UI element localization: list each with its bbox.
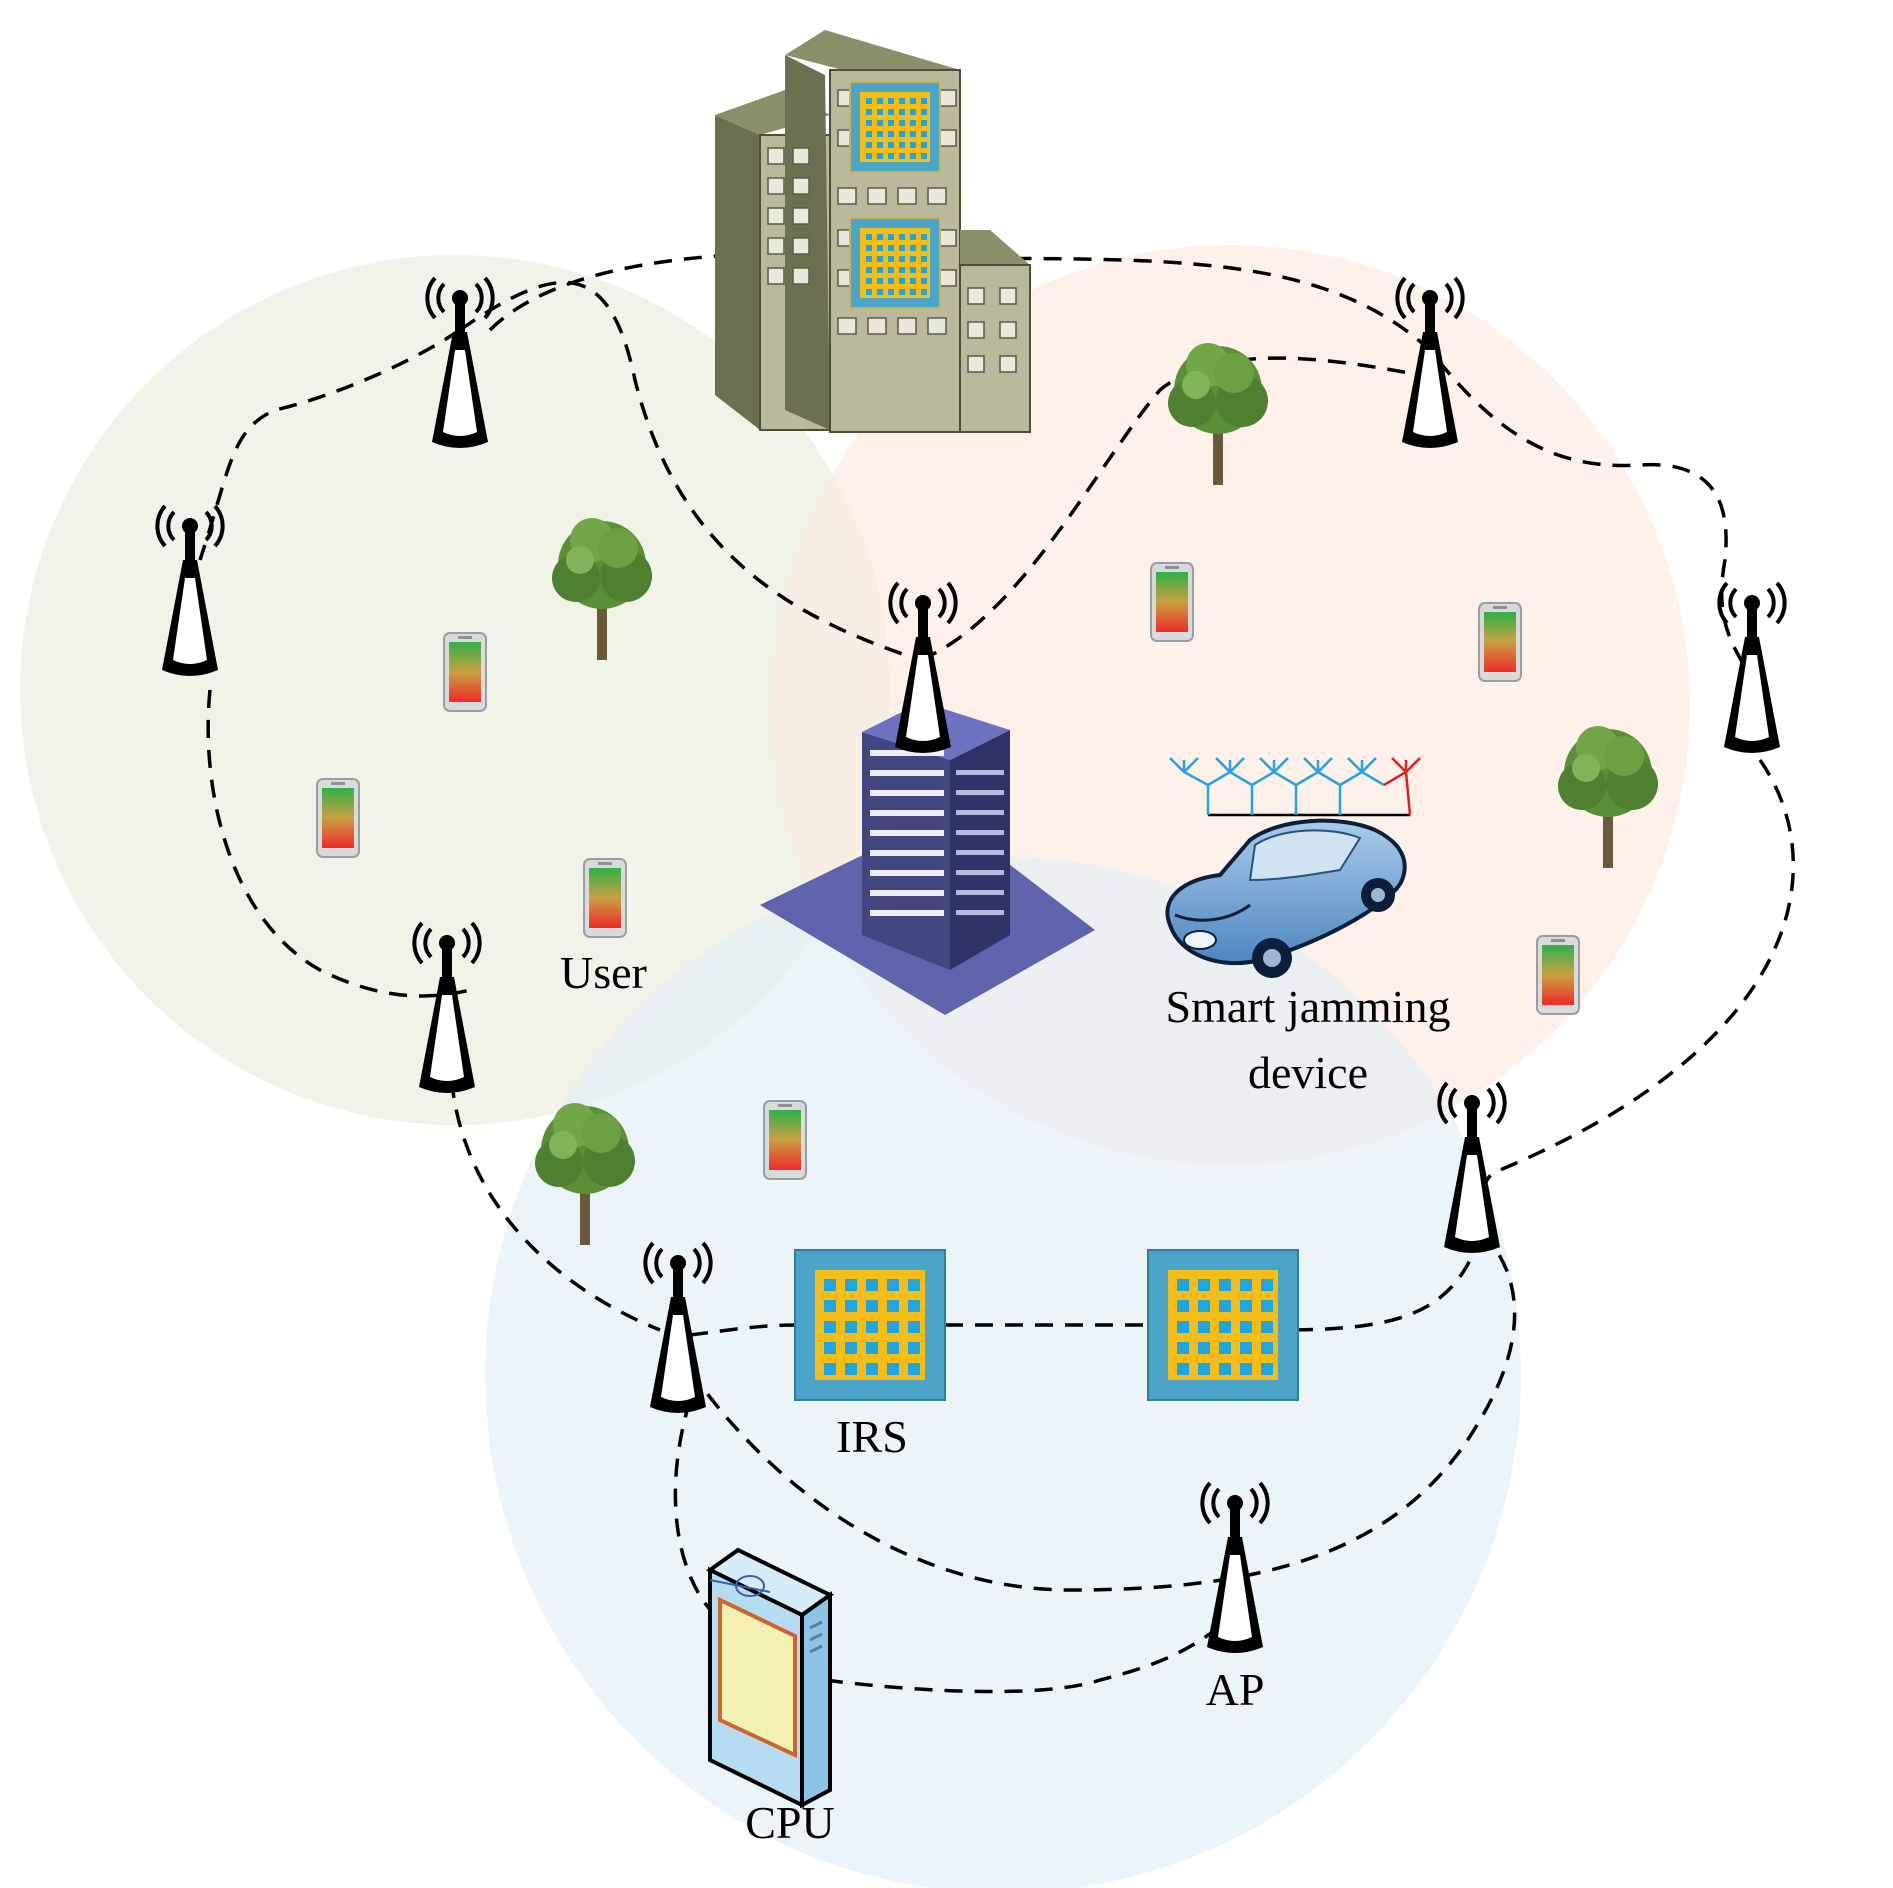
office-building-icon (715, 30, 1031, 433)
car-icon (1165, 818, 1407, 978)
intelligent-reflecting-surface-icon (794, 1249, 946, 1401)
radio-antenna-icon (1717, 581, 1787, 755)
link-cpu-ap (673, 1399, 1231, 1694)
label-jammer-line1: Smart jamming (1166, 981, 1451, 1032)
smartphone-icon (1150, 562, 1194, 642)
link-right-inner (919, 356, 1421, 662)
smartphone-icon (763, 1100, 807, 1180)
link-right-outer (1279, 758, 1795, 1332)
label-cpu: CPU (745, 1797, 834, 1848)
label-ap: AP (1206, 1664, 1265, 1715)
server-icon (706, 1547, 834, 1809)
coverage-cells (20, 245, 1690, 1888)
smartphone-icon (583, 858, 627, 938)
car-with-antenna-array-icon (1165, 757, 1421, 978)
label-jammer-line2: device (1248, 1047, 1368, 1098)
link-bottom-loop (688, 1228, 1517, 1592)
labels: User Smart jamming device IRS AP CPU (560, 947, 1450, 1848)
intelligent-reflecting-surface-icon (1147, 1249, 1299, 1401)
central-building-icon (760, 702, 1095, 1015)
link-left-ring (198, 280, 921, 1332)
smartphone-icon (443, 632, 487, 712)
smartphone-icon (1536, 935, 1580, 1015)
link-irs-row (689, 1323, 1148, 1337)
antenna-array-icon (1169, 757, 1421, 817)
smartphone-icon (1478, 602, 1522, 682)
label-irs: IRS (836, 1411, 908, 1462)
smartphone-icon (316, 778, 360, 858)
label-user: User (560, 947, 647, 998)
